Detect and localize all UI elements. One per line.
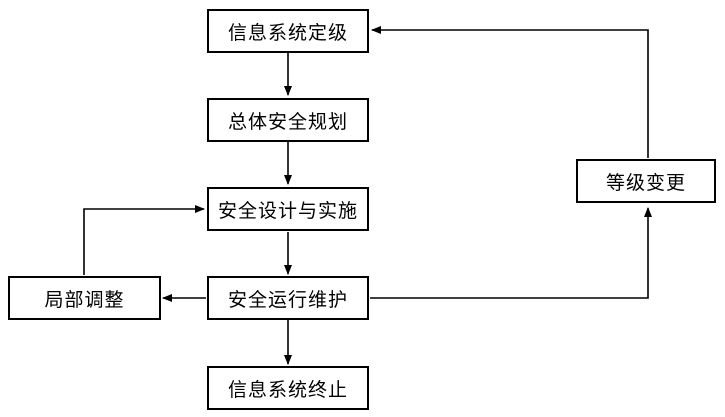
node-termination-label: 信息系统终止 bbox=[227, 378, 348, 401]
arrow-local-adjust-to-design bbox=[83, 205, 205, 275]
node-design: 安全设计与实施 bbox=[207, 187, 369, 231]
node-operation-label: 安全运行维护 bbox=[227, 288, 348, 311]
node-termination: 信息系统终止 bbox=[207, 366, 369, 410]
node-design-label: 安全设计与实施 bbox=[217, 199, 358, 222]
node-level-change-label: 等级变更 bbox=[605, 171, 686, 194]
node-local-adjust-label: 局部调整 bbox=[44, 288, 125, 311]
node-local-adjust: 局部调整 bbox=[8, 276, 161, 320]
node-operation: 安全运行维护 bbox=[207, 276, 369, 320]
node-grading: 信息系统定级 bbox=[207, 9, 369, 53]
arrow-operation-to-level-change bbox=[370, 207, 652, 299]
node-planning-label: 总体安全规划 bbox=[227, 110, 348, 133]
node-level-change: 等级变更 bbox=[576, 159, 716, 203]
node-planning: 总体安全规划 bbox=[207, 98, 369, 142]
node-grading-label: 信息系统定级 bbox=[227, 21, 348, 44]
arrow-level-change-to-grading bbox=[371, 26, 649, 158]
